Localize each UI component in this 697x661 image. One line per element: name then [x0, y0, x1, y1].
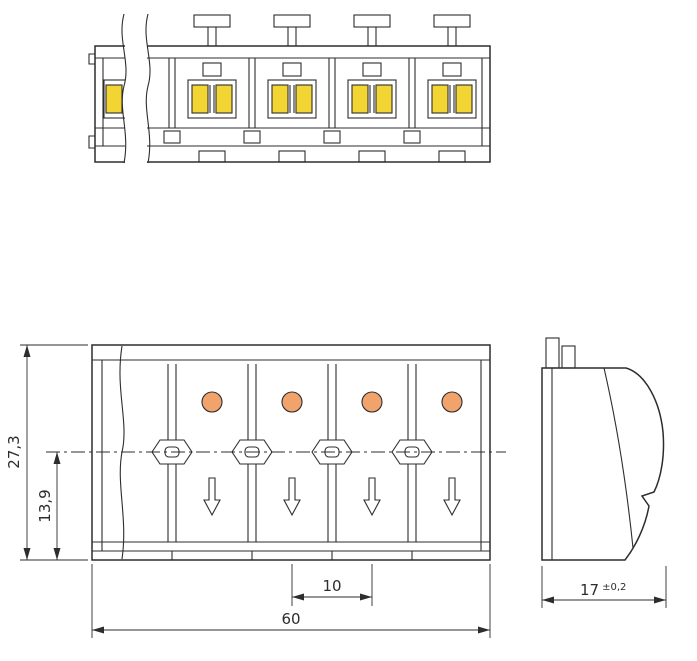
push-button-4	[441, 391, 463, 413]
dim-depth-label: 17±0,2	[580, 581, 626, 599]
front-view	[46, 344, 506, 561]
break-line-left	[121, 13, 127, 164]
side-view	[541, 337, 665, 561]
dim-overall-height-label: 27,3	[5, 435, 23, 468]
front-inner-walls	[101, 360, 482, 551]
dim-pitch-label: 10	[322, 577, 341, 595]
dim-depth-tolerance: ±0,2	[602, 582, 626, 593]
dim-depth-value: 17	[580, 581, 599, 599]
dim-depth-lines	[541, 566, 667, 608]
side-pin-1	[545, 337, 560, 369]
break-gap	[125, 12, 147, 164]
side-pin-2	[561, 345, 576, 369]
dim-overall-width-lines	[91, 564, 491, 638]
side-release-lever-line	[603, 367, 634, 549]
push-button-2	[281, 391, 303, 413]
break-line-right	[145, 13, 151, 164]
dim-overall-width-label: 60	[281, 610, 300, 628]
inner-walls	[102, 58, 483, 146]
dim-centerline-height-label: 13,9	[36, 489, 54, 522]
dimensions: 27,3 13,9 10 60 17±0,2	[5, 344, 667, 638]
front-view-housing-outline	[91, 344, 491, 561]
push-button-1	[201, 391, 223, 413]
inner-horizontal-lines	[95, 57, 490, 147]
push-button-3	[361, 391, 383, 413]
front-horizontal-lines	[92, 359, 490, 552]
dim-pitch-lines	[291, 564, 373, 606]
side-view-housing-outline	[541, 367, 665, 561]
top-view	[88, 12, 491, 164]
left-edge-step	[88, 53, 95, 149]
break-line-front	[119, 345, 125, 560]
dim-overall-height-lines	[20, 344, 88, 561]
partial-contact	[105, 84, 123, 114]
